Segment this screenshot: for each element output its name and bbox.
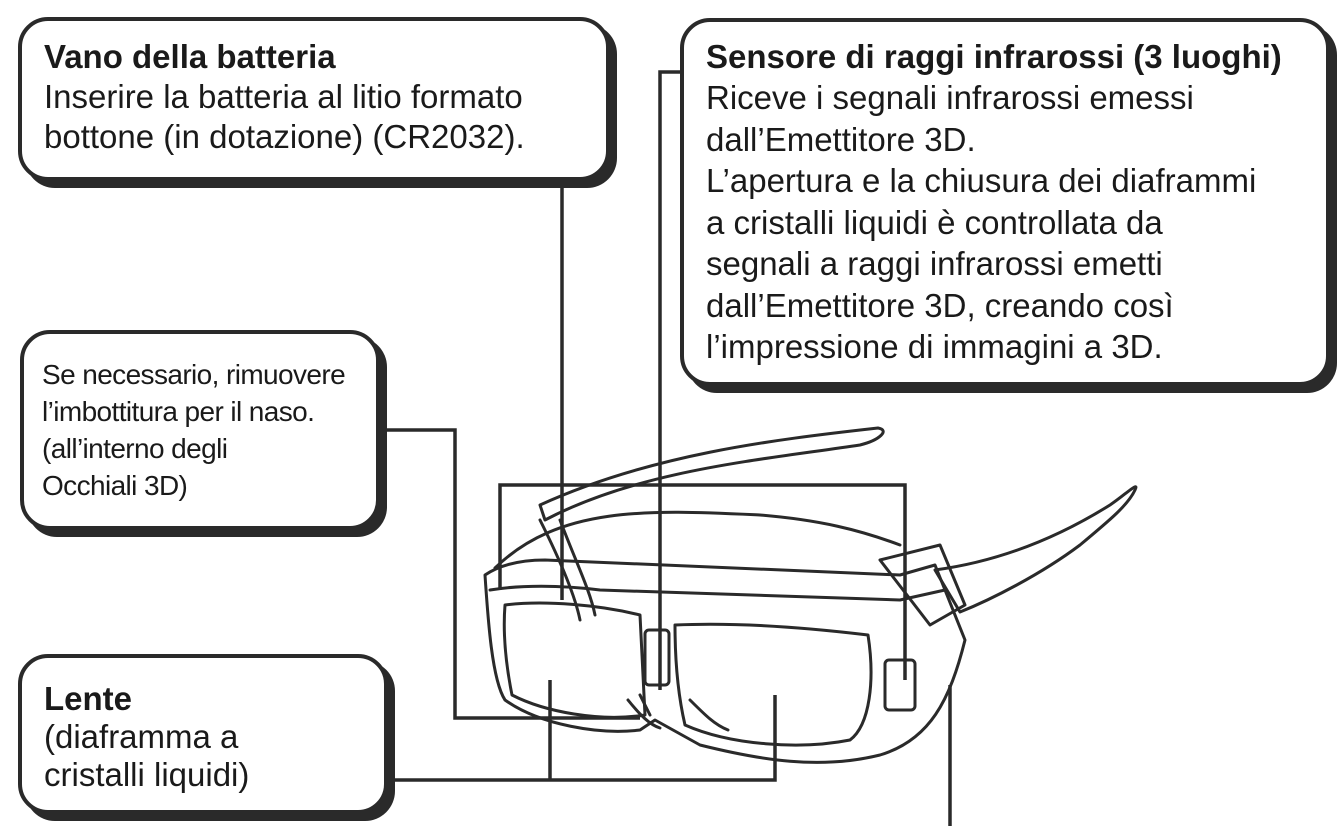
sensor-callout: Sensore di raggi infrarossi (3 luoghi) R… — [680, 18, 1330, 386]
near-temple-arm — [933, 485, 1138, 614]
battery-callout: Vano della batteria Inserire la batteria… — [18, 17, 610, 181]
lens-title: Lente — [44, 680, 133, 717]
left-lens — [502, 601, 647, 719]
battery-title: Vano della batteria — [44, 38, 336, 75]
nose-pad-text: Se necessario, rimuovere l’imbottitura p… — [42, 359, 346, 501]
lens-callout: Lente (diaframma a cristalli liquidi) — [18, 654, 388, 814]
right-lens — [673, 622, 873, 747]
lens-text: (diaframma a cristalli liquidi) — [44, 718, 250, 793]
temple-hinge — [878, 543, 967, 627]
nose-pad-callout: Se necessario, rimuovere l’imbottitura p… — [20, 330, 380, 530]
sensor-title: Sensore di raggi infrarossi (3 luoghi) — [706, 38, 1282, 75]
battery-text: Inserire la batteria al litio formato bo… — [44, 78, 525, 155]
sensor-text: Riceve i segnali infrarossi emessi dall’… — [706, 79, 1257, 365]
side-sensor — [883, 658, 917, 712]
far-temple-arm — [538, 426, 885, 522]
bridge-sensor — [643, 628, 671, 687]
